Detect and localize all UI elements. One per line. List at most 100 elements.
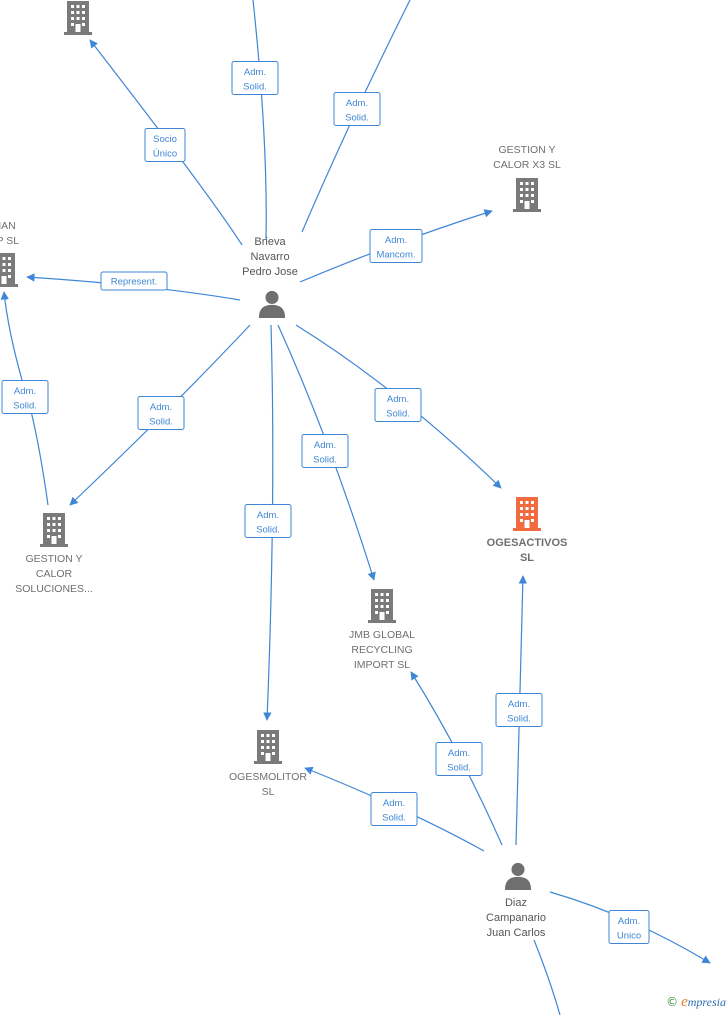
- edge-label-box: [301, 434, 349, 468]
- company-label: SL: [520, 552, 534, 564]
- edge-label-text: Represent.: [111, 277, 157, 288]
- edge-label-diaz-to-right_offscreen[interactable]: Adm.Unico: [608, 910, 650, 944]
- building-icon: [40, 513, 68, 547]
- company-label: MAN: [0, 220, 16, 232]
- empresia-watermark: ©empresia: [666, 994, 726, 1011]
- edge-label-text: Adm.: [257, 510, 279, 521]
- copyright-symbol: ©: [666, 995, 679, 1009]
- edge-label-box: [435, 742, 483, 776]
- building-icon: [64, 1, 92, 35]
- edge-label-text: Solid.: [382, 813, 406, 824]
- edge-label-box: [608, 910, 650, 944]
- watermark-brand-initial: e: [681, 994, 688, 1010]
- person-label: Navarro: [250, 251, 289, 263]
- company-node-ogesmolitor[interactable]: OGESMOLITOR SL: [229, 730, 307, 798]
- nodes-layer: GESTION Y CALOR X3 SL MAN UP SL GESTION Y CAL…: [0, 1, 567, 939]
- edge-label-diaz-to-ogesmolitor[interactable]: Adm. Solid.: [370, 792, 418, 826]
- edge-label-box: [100, 271, 168, 291]
- building-icon: [0, 253, 18, 287]
- company-node-jmb_global[interactable]: JMB GLOBAL RECYCLING IMPORT SL: [349, 589, 415, 671]
- edge-brieva-to-top_offscreen_1: [252, 0, 267, 241]
- edge-label-brieva-to-jmb_global[interactable]: Adm. Solid.: [301, 434, 349, 468]
- edge-label-text: Adm.: [448, 748, 470, 759]
- edge-label-text: Mancom.: [376, 250, 415, 261]
- person-icon: [258, 290, 286, 318]
- person-label: Brieva: [254, 236, 286, 248]
- watermark-brand-text: mpresia: [687, 995, 726, 1009]
- edge-label-brieva-to-ogesmolitor[interactable]: Adm. Solid.: [244, 504, 292, 538]
- edge-label-text: Adm.: [618, 916, 640, 927]
- edge-label-brieva-to-gestion_calor_x3[interactable]: Adm. Mancom.: [369, 229, 423, 263]
- building-icon: [513, 178, 541, 212]
- edge-label-box: [374, 388, 422, 422]
- edge-brieva-to-top_left: [89, 39, 243, 246]
- person-label: Campanario: [486, 912, 546, 924]
- edge-label-brieva-to-ogesactivos[interactable]: Adm.Solid.: [374, 388, 422, 422]
- edge-label-text: Adm.: [314, 440, 336, 451]
- company-label: CALOR: [36, 568, 73, 580]
- edge-label-brieva-to-top_offscreen_1[interactable]: Adm. Solid.: [231, 61, 279, 95]
- edge-label-brieva-to-gestion_calor_soluciones[interactable]: Adm. Solid.: [137, 396, 185, 430]
- edge-label-box: [1, 380, 49, 414]
- company-label: SOLUCIONES...: [15, 583, 93, 595]
- company-label: IMPORT SL: [354, 659, 410, 671]
- edge-label-text: Adm.: [244, 67, 266, 78]
- edge-label-box: [370, 792, 418, 826]
- company-node-gestion_calor_x3[interactable]: GESTION Y CALOR X3 SL: [493, 144, 561, 212]
- company-node-left_partial[interactable]: MAN UP SL: [0, 220, 19, 287]
- company-node-gestion_calor_soluciones[interactable]: GESTION Y CALOR SOLUCIONES...: [15, 513, 93, 595]
- edge-label-text: Adm.: [14, 386, 36, 397]
- building-icon: [254, 730, 282, 764]
- edge-label-brieva-to-top_offscreen_2[interactable]: Adm. Solid.: [333, 92, 381, 126]
- edge-label-text: Solid.: [256, 525, 280, 536]
- edge-label-box: [495, 693, 543, 727]
- edge-label-brieva-to-left_partial[interactable]: Represent.: [100, 271, 168, 291]
- company-node-top_left[interactable]: [64, 1, 92, 35]
- edge-label-text: Solid.: [507, 714, 531, 725]
- company-node-ogesactivos[interactable]: OGESACTIVOS SL: [487, 497, 568, 564]
- edge-label-text: Solid.: [386, 409, 410, 420]
- company-label: GESTION Y: [499, 144, 556, 156]
- company-label: SL: [262, 786, 275, 798]
- company-label: GESTION Y: [26, 553, 83, 565]
- edge-label-diaz-to-jmb_global[interactable]: Adm. Solid.: [435, 742, 483, 776]
- edge-label-box: [244, 504, 292, 538]
- edge-label-text: Solid.: [313, 455, 337, 466]
- building-icon: [368, 589, 396, 623]
- edge-label-box: [333, 92, 381, 126]
- edge-label-gestion_calor_soluciones-to-left_partial[interactable]: Adm. Solid.: [1, 380, 49, 414]
- edge-label-text: Socio: [153, 134, 177, 145]
- edge-label-text: Adm.: [508, 699, 530, 710]
- edge-label-diaz-to-ogesactivos[interactable]: Adm. Solid.: [495, 693, 543, 727]
- edge-label-text: Adm.: [346, 98, 368, 109]
- edge-diaz-to-bottom_offscreen: [533, 939, 561, 1015]
- edge-label-box: [137, 396, 185, 430]
- edges-layer: [0, 0, 711, 1015]
- edge-label-text: Solid.: [345, 113, 369, 124]
- person-label: Diaz: [505, 897, 527, 909]
- edge-label-text: Adm.: [385, 235, 407, 246]
- edge-label-text: Adm.: [150, 402, 172, 413]
- edge-label-text: Adm.: [383, 798, 405, 809]
- edge-label-text: Solid.: [243, 82, 267, 93]
- edge-label-text: Único: [153, 149, 177, 160]
- edge-label-text: Solid.: [447, 763, 471, 774]
- edge-label-box: [144, 128, 186, 162]
- person-label: Juan Carlos: [487, 927, 546, 939]
- company-label: RECYCLING: [351, 644, 412, 656]
- company-label: JMB GLOBAL: [349, 629, 415, 641]
- edge-label-text: Solid.: [13, 401, 37, 412]
- edge-label-box: [231, 61, 279, 95]
- building-icon: [513, 497, 541, 531]
- company-label: OGESACTIVOS: [487, 537, 568, 549]
- company-label: OGESMOLITOR: [229, 771, 307, 783]
- company-label: CALOR X3 SL: [493, 159, 561, 171]
- edge-label-text: Solid.: [149, 417, 173, 428]
- company-label: UP SL: [0, 235, 19, 247]
- person-icon: [504, 862, 532, 890]
- edge-labels-layer: SocioÚnicoAdm.Solid.Adm.Solid.Adm.Mancom…: [1, 61, 650, 944]
